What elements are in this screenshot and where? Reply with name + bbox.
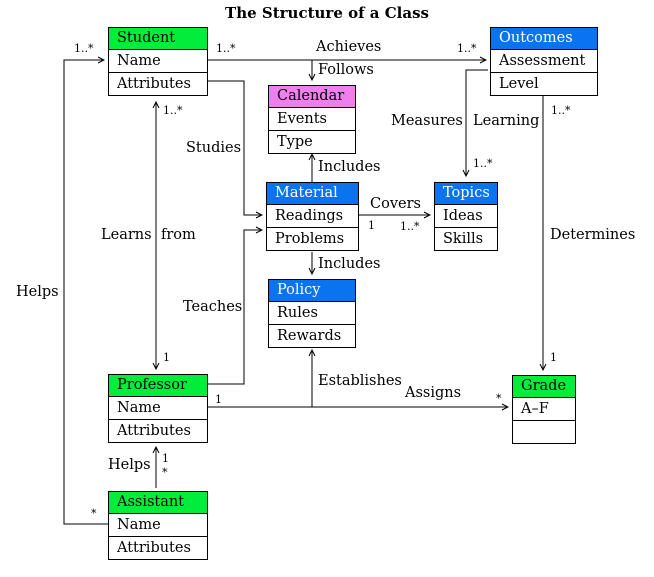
label-assigns: Assigns (405, 385, 462, 401)
class-calendar-attr-1: Events (269, 108, 355, 131)
class-calendar-attr-2: Type (277, 134, 313, 150)
mult-outcomes-determines: 1..* (551, 104, 571, 117)
class-student[interactable]: Student Name Attributes (108, 27, 208, 96)
label-helps-left: Helps (16, 284, 59, 300)
class-calendar[interactable]: Calendar Events Type (268, 85, 356, 154)
class-student-attr-1: Name (109, 50, 207, 73)
label-follows: Follows (318, 62, 374, 78)
label-includes-top: Includes (318, 159, 381, 175)
class-grade-name: Grade (513, 376, 575, 398)
class-topics-attr-2: Skills (443, 231, 484, 247)
mult-outcomes-achieves: 1..* (457, 42, 477, 55)
class-material[interactable]: Material Readings Problems (266, 182, 359, 251)
class-material-attr-1: Readings (267, 205, 358, 228)
studies-line (207, 80, 262, 215)
class-professor[interactable]: Professor Name Attributes (108, 374, 208, 443)
class-assistant-attr-1: Name (109, 514, 207, 537)
label-studies: Studies (186, 140, 242, 156)
class-outcomes-name: Outcomes (491, 28, 597, 50)
class-policy-attr-1: Rules (269, 302, 355, 325)
mult-student-learns: 1..* (163, 104, 183, 117)
class-topics-name: Topics (435, 183, 497, 205)
label-learning: Learning (473, 113, 540, 129)
class-policy-name: Policy (269, 280, 355, 302)
class-professor-attr-2: Attributes (117, 423, 191, 439)
class-student-name: Student (109, 28, 207, 50)
class-assistant-name: Assistant (109, 492, 207, 514)
teaches-line (207, 230, 262, 385)
class-outcomes[interactable]: Outcomes Assessment Level (490, 27, 598, 96)
mult-prof-helps-1: 1 (162, 452, 169, 465)
learning-line (466, 69, 488, 176)
class-assistant[interactable]: Assistant Name Attributes (108, 491, 208, 560)
class-professor-name: Professor (109, 375, 207, 397)
class-material-name: Material (267, 183, 358, 205)
class-student-attr-2: Attributes (117, 76, 191, 92)
class-grade[interactable]: Grade A–F (512, 375, 576, 444)
label-achieves: Achieves (316, 39, 382, 55)
class-policy-attr-2: Rewards (277, 328, 342, 344)
diagram-title: The Structure of a Class (225, 4, 429, 22)
class-outcomes-attr-1: Assessment (491, 50, 597, 73)
helps-left-line (63, 60, 108, 525)
class-grade-attr-1: A–F (513, 398, 575, 421)
class-calendar-name: Calendar (269, 86, 355, 108)
class-grade-attr-2 (513, 421, 575, 443)
mult-grade-assigns: * (496, 392, 502, 405)
label-teaches: Teaches (183, 299, 243, 315)
class-topics[interactable]: Topics Ideas Skills (434, 182, 498, 251)
mult-student-helps: 1..* (74, 42, 94, 55)
label-from: from (161, 227, 196, 243)
mult-grade-determines: 1 (550, 351, 557, 364)
class-professor-attr-1: Name (109, 397, 207, 420)
mult-professor-assigns: 1 (215, 393, 222, 406)
mult-professor-learns: 1 (163, 351, 170, 364)
mult-topics-learning: 1..* (473, 157, 493, 170)
class-outcomes-attr-2: Level (499, 76, 539, 92)
class-assistant-attr-2: Attributes (117, 540, 191, 556)
label-covers: Covers (370, 196, 421, 212)
mult-covers-topics: 1..* (400, 220, 420, 233)
label-measures: Measures (391, 113, 463, 129)
class-material-attr-2: Problems (275, 231, 345, 247)
label-includes-bottom: Includes (318, 256, 381, 272)
mult-prof-helps-star: * (162, 466, 168, 479)
label-helps-bottom: Helps (108, 457, 151, 473)
class-policy[interactable]: Policy Rules Rewards (268, 279, 356, 348)
label-establishes: Establishes (318, 373, 402, 389)
mult-covers-material: 1 (368, 219, 375, 232)
mult-assistant-helps: * (91, 507, 97, 520)
label-learns: Learns (101, 227, 152, 243)
class-topics-attr-1: Ideas (435, 205, 497, 228)
mult-student-achieves: 1..* (216, 42, 236, 55)
label-determines: Determines (550, 227, 636, 243)
